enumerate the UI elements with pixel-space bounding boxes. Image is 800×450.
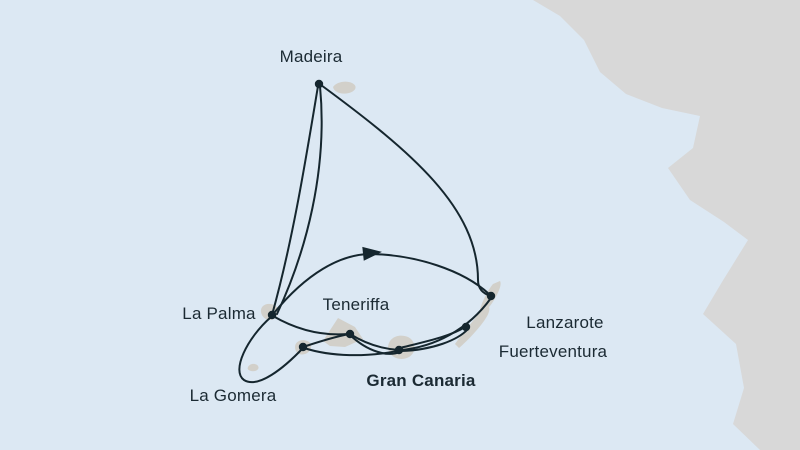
label-madeira: Madeira [279, 47, 343, 66]
label-teneriffa: Teneriffa [322, 295, 390, 314]
teneriffa-port [345, 329, 355, 339]
lanzarote-port [486, 291, 496, 301]
route-la-gomera-loop-la-palma [238, 316, 304, 383]
madeira-island [333, 81, 356, 94]
label-la-gomera: La Gomera [189, 386, 277, 405]
fuerteventura-port [461, 322, 471, 332]
fuerteventura-island [455, 306, 490, 348]
africa-coastline [533, 0, 800, 450]
route-la-palma-madeira-out [271, 85, 319, 316]
label-la-palma: La Palma [182, 304, 256, 323]
la-gomera-port [298, 342, 308, 352]
label-fuerteventura: Fuerteventura [498, 342, 608, 361]
label-gran-canaria: Gran Canaria [366, 371, 476, 390]
route-la-gomera-gran-canaria [303, 347, 399, 357]
el-hierro-island [247, 363, 259, 372]
gran-canaria-port [394, 345, 404, 355]
route-gran-canaria-fuerteventura-a [399, 326, 466, 349]
route-madeira-la-palma-back [276, 85, 323, 315]
direction-arrow-icon [362, 246, 382, 261]
la-palma-port [267, 310, 277, 320]
label-lanzarote: Lanzarote [526, 313, 604, 332]
route-gran-canaria-fuerteventura-b [400, 328, 469, 352]
teneriffa-island [323, 318, 363, 347]
route-la-palma-teneriffa [272, 315, 349, 336]
madeira-port [314, 79, 324, 89]
route-madeira-lanzarote [320, 84, 492, 297]
